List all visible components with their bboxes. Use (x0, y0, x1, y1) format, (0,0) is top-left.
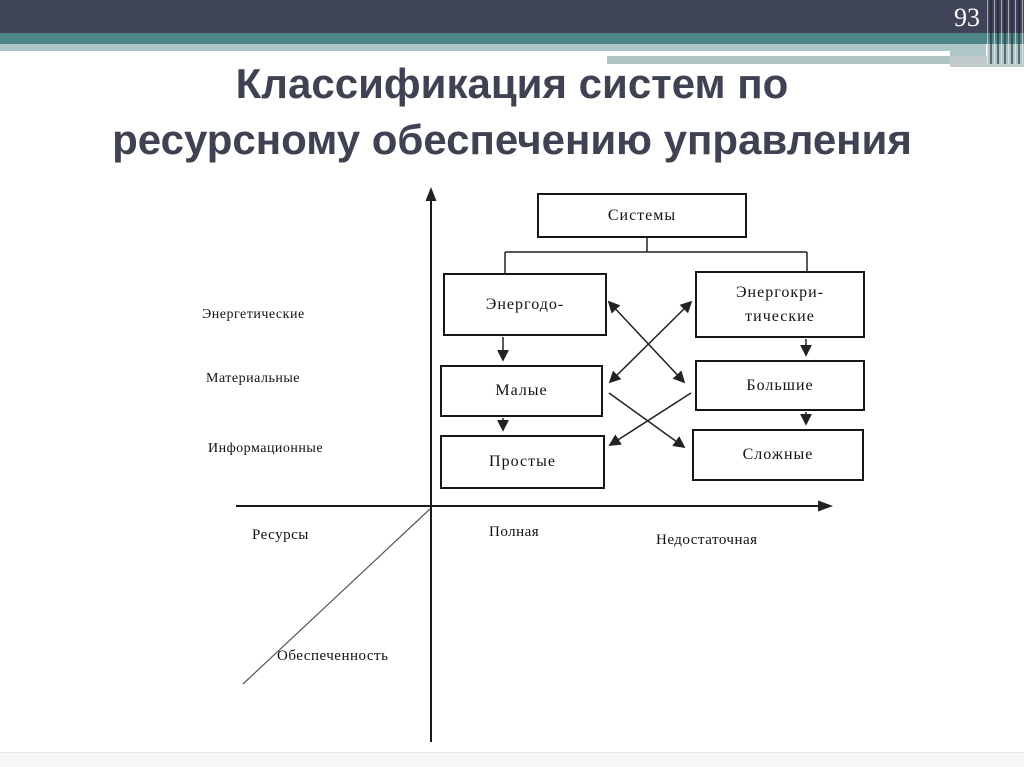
box-small-label: Малые (495, 382, 548, 399)
page-number: 93 (954, 3, 980, 32)
box-complex: Сложные (692, 429, 864, 481)
footer-strip (0, 752, 1024, 767)
box-large: Большие (695, 360, 865, 411)
label-provision-axis: Обеспеченность (277, 648, 389, 664)
slide-title-line2: ресурсному обеспечению управления (112, 116, 912, 163)
vertical-axis (425, 187, 437, 742)
box-energy-critical: Энергокри- тические (695, 271, 865, 338)
header-band-step (607, 56, 950, 64)
slide-title: Классификация систем по ресурсному обесп… (30, 56, 994, 168)
diagonal-axis (242, 508, 431, 685)
header-band-light-teal (0, 44, 986, 51)
box-systems: Системы (537, 193, 747, 238)
header-bar-dark: 93 (0, 0, 1024, 33)
box-small: Малые (440, 365, 603, 417)
box-simple: Простые (440, 435, 605, 489)
flow-arrows (497, 300, 812, 449)
box-systems-label: Системы (607, 206, 677, 224)
label-energy-resources: Энергетические (202, 307, 305, 322)
label-insufficient-provision: Недостаточная (656, 532, 758, 548)
box-energy-sufficient: Энергодо- (443, 273, 607, 336)
header-band-light-teal-right (950, 51, 986, 56)
tree-connectors (504, 238, 808, 273)
box-energy-sufficient-label: Энергодо- (485, 295, 565, 313)
box-large-label: Большие (746, 376, 814, 394)
box-energy-critical-label-line2: тические (745, 307, 815, 325)
label-full-provision: Полная (489, 524, 540, 540)
label-material-resources: Материальные (206, 371, 300, 386)
box-energy-critical-label-line1: Энергокри- (735, 283, 825, 301)
horizontal-axis (236, 500, 833, 512)
label-information-resources: Информационные (208, 441, 324, 456)
slide-title-line1: Классификация систем по (235, 60, 789, 107)
label-resources-axis: Ресурсы (252, 527, 309, 543)
header-corner-stripes (987, 0, 1024, 64)
box-complex-label: Сложные (742, 446, 814, 463)
header-band-white-stripe (0, 51, 950, 56)
box-simple-label: Простые (489, 453, 556, 470)
header-bar-teal (0, 33, 1024, 44)
